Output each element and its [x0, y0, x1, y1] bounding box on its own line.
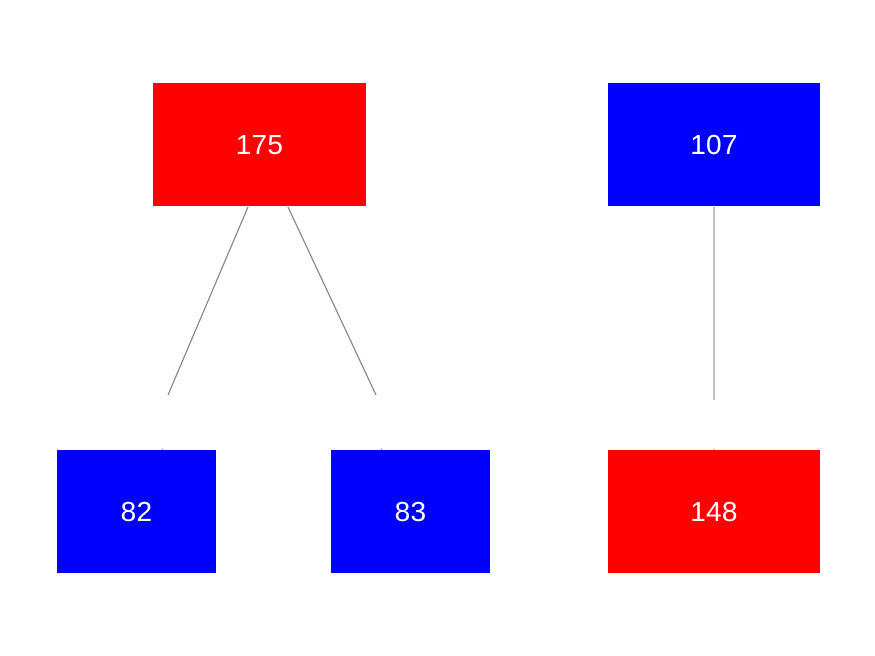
node-label-82: 82: [120, 495, 153, 527]
node-label-83: 83: [394, 495, 427, 527]
graph-node-82[interactable]: 82: [57, 450, 216, 573]
graph-node-83[interactable]: 83: [331, 450, 490, 573]
graph-node-175[interactable]: 175: [153, 83, 366, 206]
edge-line-175-to-82: [167, 206, 249, 396]
node-label-107: 107: [690, 128, 738, 160]
graph-node-148[interactable]: 148: [608, 450, 820, 573]
node-label-175: 175: [235, 128, 284, 160]
graph-node-107[interactable]: 107: [608, 83, 820, 206]
node-label-148: 148: [690, 495, 738, 527]
edge-line-175-to-83: [287, 206, 377, 396]
